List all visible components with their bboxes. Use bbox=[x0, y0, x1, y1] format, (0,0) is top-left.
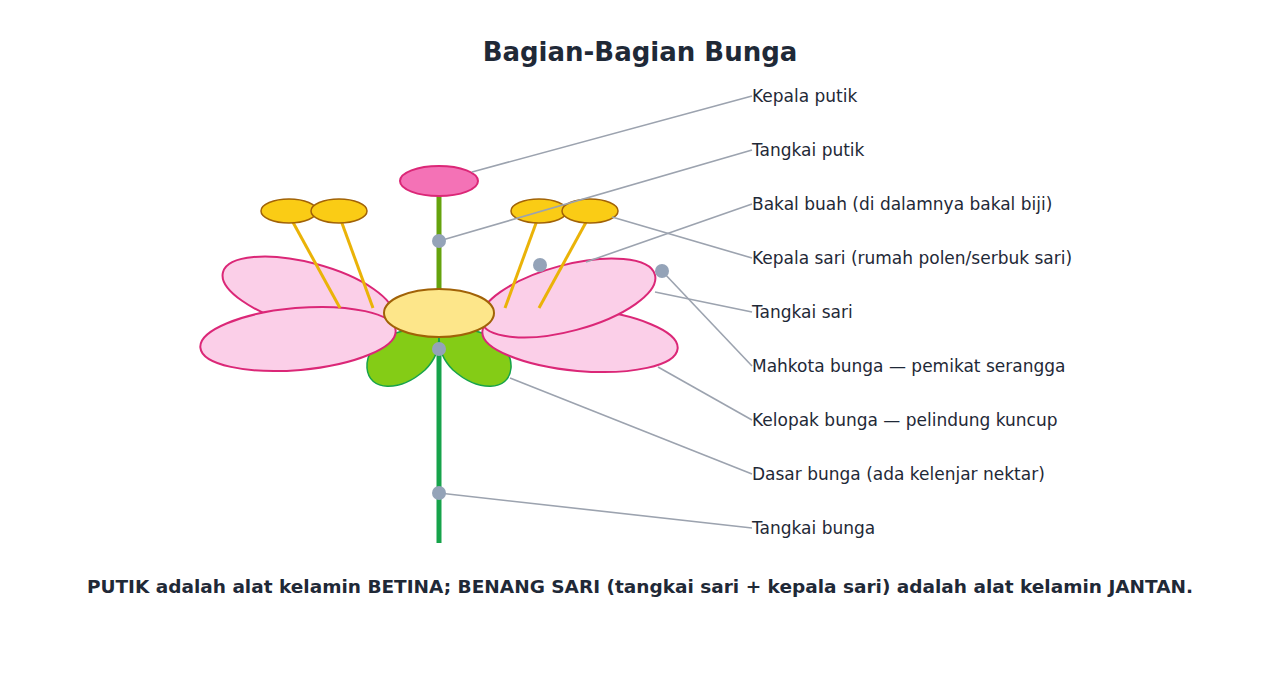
anther bbox=[511, 199, 567, 223]
filament bbox=[339, 215, 373, 308]
leader-line bbox=[510, 378, 752, 474]
leader-line bbox=[655, 292, 752, 312]
part-label: Dasar bunga (ada kelenjar nektar) bbox=[752, 464, 1045, 484]
part-label: Mahkota bunga — pemikat serangga bbox=[752, 356, 1065, 376]
filament bbox=[289, 215, 340, 308]
part-label: Kelopak bunga — pelindung kuncup bbox=[752, 410, 1058, 430]
leader-line bbox=[658, 367, 752, 420]
leader-line bbox=[472, 96, 752, 172]
anther bbox=[311, 199, 367, 223]
part-label: Kepala sari (rumah polen/serbuk sari) bbox=[752, 248, 1072, 268]
leader-line bbox=[586, 204, 752, 262]
petal bbox=[473, 243, 664, 353]
petal bbox=[198, 300, 399, 379]
leader-dot bbox=[533, 258, 547, 272]
leader-dot bbox=[432, 342, 446, 356]
leader-line bbox=[612, 217, 752, 258]
leader-dot bbox=[655, 264, 669, 278]
leader-line bbox=[439, 150, 752, 241]
flower-stalk bbox=[437, 350, 442, 543]
stigma bbox=[400, 166, 478, 196]
diagram-caption: PUTIK adalah alat kelamin BETINA; BENANG… bbox=[0, 576, 1280, 597]
leader-dot bbox=[432, 486, 446, 500]
part-label: Bakal buah (di dalamnya bakal biji) bbox=[752, 194, 1052, 214]
leader-dots bbox=[432, 234, 669, 500]
leader-lines bbox=[439, 96, 752, 528]
filament bbox=[539, 215, 590, 308]
diagram-title: Bagian-Bagian Bunga bbox=[0, 37, 1280, 67]
receptacle bbox=[384, 289, 494, 337]
anther bbox=[261, 199, 317, 223]
leader-line bbox=[662, 271, 752, 366]
leader-line bbox=[439, 493, 752, 528]
part-label: Tangkai putik bbox=[752, 140, 864, 160]
part-label: Kepala putik bbox=[752, 86, 857, 106]
part-label: Tangkai sari bbox=[752, 302, 853, 322]
filament bbox=[505, 215, 539, 308]
part-label: Tangkai bunga bbox=[752, 518, 875, 538]
leader-dot bbox=[432, 234, 446, 248]
